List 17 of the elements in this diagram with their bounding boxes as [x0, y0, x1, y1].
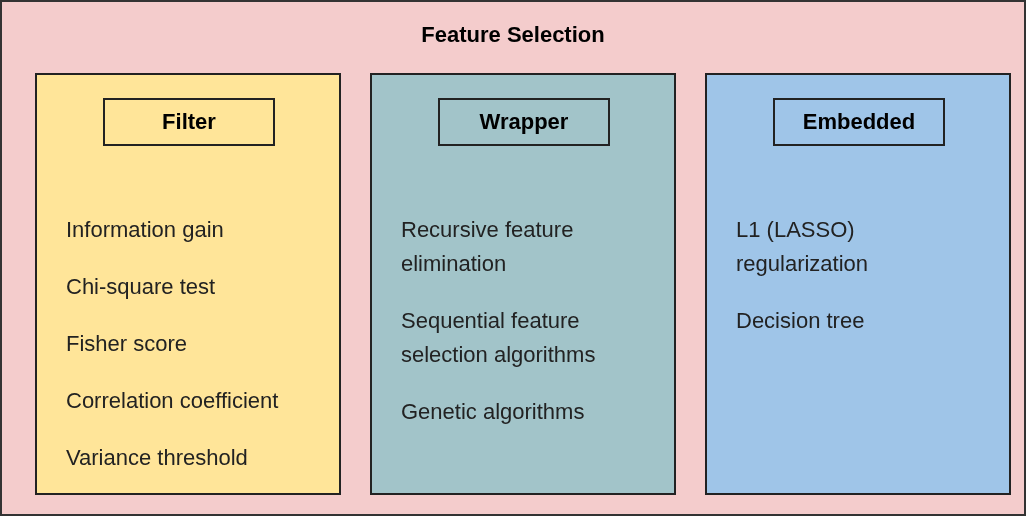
- category-panel: [35, 73, 341, 495]
- list-item: Correlation coefficient: [66, 387, 280, 415]
- category-heading: Embedded: [773, 98, 945, 146]
- list-item: Sequential feature selection algorithms: [401, 307, 597, 369]
- list-item: Recursive feature elimination: [401, 216, 575, 278]
- category-heading: Filter: [103, 98, 275, 146]
- category-panel: [705, 73, 1011, 495]
- category-panel: [370, 73, 676, 495]
- list-item: Chi-square test: [66, 273, 217, 301]
- list-item: Information gain: [66, 216, 225, 244]
- group-label: Feature Selection: [420, 22, 606, 48]
- list-item: Variance threshold: [66, 444, 249, 472]
- list-item: Genetic algorithms: [401, 398, 586, 426]
- category-heading: Wrapper: [438, 98, 610, 146]
- list-item: Decision tree: [736, 307, 866, 335]
- list-item: L1 (LASSO) regularization: [736, 216, 870, 278]
- list-item: Fisher score: [66, 330, 189, 358]
